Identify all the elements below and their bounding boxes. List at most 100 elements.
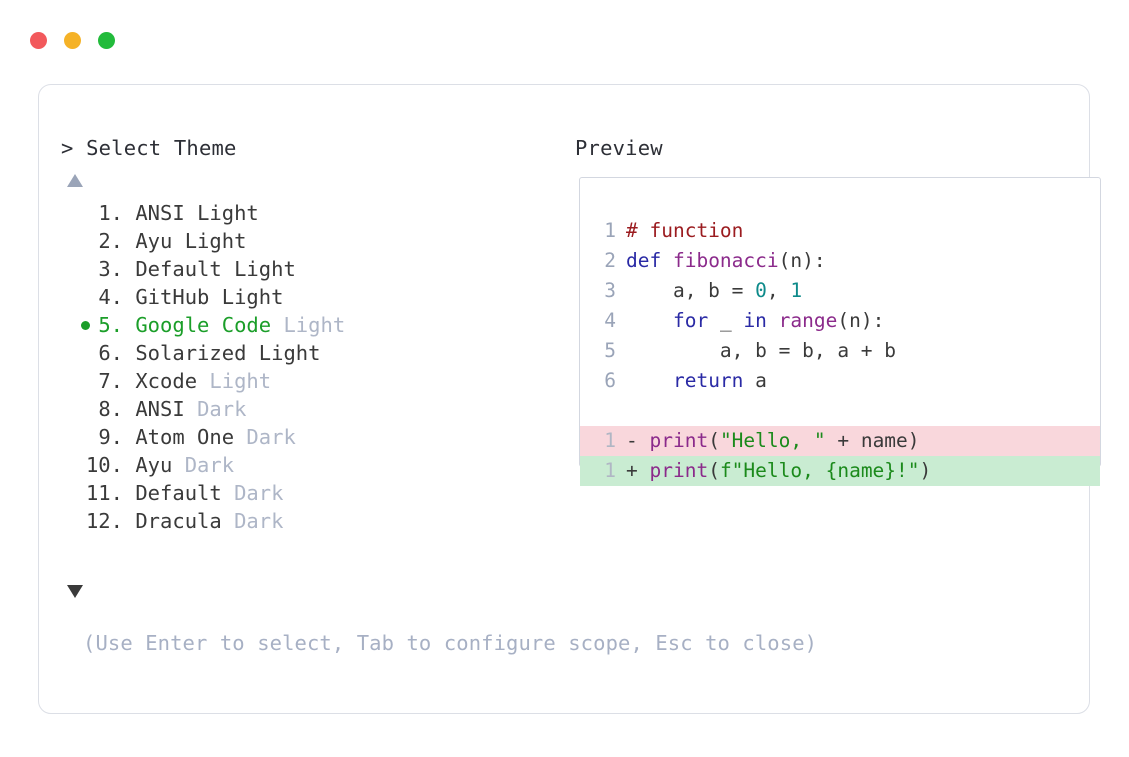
theme-item-number: 9. — [98, 425, 123, 449]
code-token-plain — [626, 309, 673, 332]
code-token-kw: return — [672, 369, 744, 392]
theme-item-number: 11. — [85, 481, 123, 505]
theme-item-variant: Light — [184, 229, 247, 253]
code-token-plain — [767, 309, 779, 332]
code-line: 3 a, b = 0, 1 — [580, 276, 1100, 306]
code-token-plain: (n): — [778, 249, 826, 272]
code-token-comment: # function — [626, 219, 744, 242]
selected-bullet-icon — [81, 321, 90, 330]
diff-sign: - — [626, 429, 650, 452]
theme-item-name: ANSI — [123, 201, 198, 225]
theme-item-number: 7. — [98, 369, 123, 393]
line-number: 4 — [604, 309, 616, 332]
theme-item-name: Dracula — [123, 509, 235, 533]
theme-list-item[interactable]: 4. GitHub Light — [61, 283, 531, 311]
minimize-window-button[interactable] — [64, 32, 81, 49]
code-token-kw: in — [743, 309, 767, 332]
window-traffic-lights — [30, 32, 115, 49]
code-line: 1 # function — [580, 216, 1100, 246]
theme-item-number: 12. — [85, 509, 123, 533]
theme-list-item[interactable]: 3. Default Light — [61, 255, 531, 283]
theme-item-variant: Dark — [234, 509, 284, 533]
preview-title: Preview — [575, 136, 663, 160]
code-blank-line — [580, 396, 1100, 426]
theme-list-item[interactable]: 5. Google Code Light — [61, 311, 531, 339]
code-token-kw: for — [672, 309, 709, 332]
theme-item-name: Xcode — [123, 369, 210, 393]
code-token-plain: ( — [708, 459, 720, 482]
code-token-builtin: range — [778, 309, 838, 332]
code-token-fn: fibonacci — [672, 249, 779, 272]
theme-list-item[interactable]: 9. Atom One Dark — [61, 423, 531, 451]
theme-item-number: 6. — [98, 341, 123, 365]
code-token-plain: (n): — [837, 309, 885, 332]
theme-list-item[interactable]: 7. Xcode Light — [61, 367, 531, 395]
code-line: 2 def fibonacci(n): — [580, 246, 1100, 276]
code-token-plain: a, b = — [626, 279, 756, 302]
theme-item-variant: Dark — [234, 481, 284, 505]
theme-item-number: 5. — [98, 313, 123, 337]
theme-item-name: GitHub — [123, 285, 222, 309]
line-number: 6 — [604, 369, 616, 392]
line-number: 1 — [604, 429, 616, 452]
theme-list-item[interactable]: 12. Dracula Dark — [61, 507, 531, 535]
theme-item-name: Ayu — [123, 453, 185, 477]
theme-item-number: 8. — [98, 397, 123, 421]
code-line: 4 for _ in range(n): — [580, 306, 1100, 336]
keyboard-hint-text: (Use Enter to select, Tab to configure s… — [83, 631, 818, 655]
line-number: 1 — [604, 459, 616, 482]
scroll-up-arrow-icon[interactable] — [67, 174, 83, 187]
theme-list-item[interactable]: 1. ANSI Light — [61, 199, 531, 227]
theme-list-item[interactable]: 2. Ayu Light — [61, 227, 531, 255]
theme-item-number: 1. — [98, 201, 123, 225]
diff-line-add: 1 + print(f"Hello, {name}!") — [580, 456, 1100, 486]
theme-item-name: Solarized — [123, 341, 259, 365]
theme-item-variant: Light — [197, 201, 259, 225]
theme-item-variant: Light — [221, 285, 284, 309]
code-token-str: f"Hello, {name}!" — [719, 459, 920, 482]
code-token-plain: _ — [708, 309, 744, 332]
theme-item-name: Default — [123, 481, 235, 505]
theme-item-number: 4. — [98, 285, 123, 309]
theme-item-name: Google Code — [123, 313, 284, 337]
theme-item-variant: Light — [258, 341, 321, 365]
code-token-plain — [626, 369, 673, 392]
theme-list-item[interactable]: 8. ANSI Dark — [61, 395, 531, 423]
code-token-str: "Hello, " — [719, 429, 826, 452]
line-number: 1 — [604, 219, 616, 242]
theme-list-item[interactable]: 6. Solarized Light — [61, 339, 531, 367]
scroll-down-arrow-icon[interactable] — [67, 585, 83, 598]
code-token-kw: def — [626, 249, 673, 272]
theme-item-number: 10. — [85, 453, 123, 477]
line-number: 2 — [604, 249, 616, 272]
theme-item-number: 2. — [98, 229, 123, 253]
code-token-plain: ) — [919, 459, 932, 482]
maximize-window-button[interactable] — [98, 32, 115, 49]
theme-list-item[interactable]: 10. Ayu Dark — [61, 451, 531, 479]
code-token-plain: ( — [708, 429, 720, 452]
theme-item-variant: Light — [234, 257, 296, 281]
code-token-plain: a, b = b, a + b — [626, 339, 897, 362]
code-line: 5 a, b = b, a + b — [580, 336, 1100, 366]
code-token-num: 1 — [790, 279, 803, 302]
theme-item-name: ANSI — [123, 397, 198, 421]
theme-item-name: Default — [123, 257, 235, 281]
close-window-button[interactable] — [30, 32, 47, 49]
code-token-num: 0 — [755, 279, 767, 302]
code-line: 6 return a — [580, 366, 1100, 396]
theme-list-item[interactable]: 11. Default Dark — [61, 479, 531, 507]
theme-item-name: Ayu — [123, 229, 185, 253]
theme-item-variant: Dark — [184, 453, 235, 477]
diff-line-del: 1- print("Hello, " + name) — [580, 426, 1100, 456]
select-theme-prompt: > Select Theme — [61, 136, 237, 160]
diff-sign: + — [626, 459, 650, 482]
theme-item-variant: Light — [283, 313, 346, 337]
code-token-builtin: print — [649, 459, 709, 482]
theme-item-name: Atom One — [123, 425, 247, 449]
code-token-plain: , — [766, 279, 791, 302]
